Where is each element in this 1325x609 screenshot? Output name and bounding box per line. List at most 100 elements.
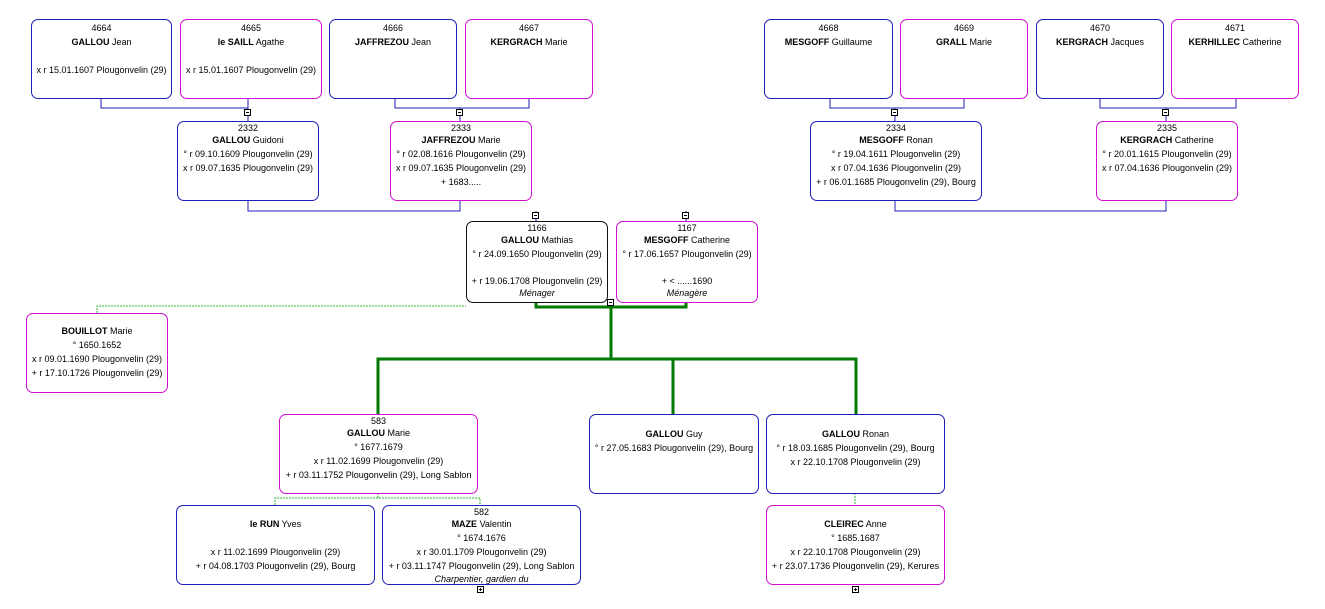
sosa-number: 4665: [240, 23, 262, 33]
sosa-number: 4667: [518, 23, 540, 33]
given-name: Jean: [111, 37, 132, 47]
sosa-number: 4664: [91, 23, 112, 33]
surname: MAZE: [451, 519, 478, 529]
person-box-2333[interactable]: 2333 JAFFREZOU Marie ° r 02.08.1616 Plou…: [390, 121, 532, 201]
given-name: Guidoni: [252, 135, 284, 145]
given-name: Mathias: [541, 235, 574, 245]
marriage-line: x r 07.04.1636 Plougonvelin (29): [830, 163, 962, 173]
occupation: Charpentier, gardien du: [434, 574, 529, 584]
sosa-number: 1166: [527, 223, 547, 233]
occupation: Ménager: [519, 288, 555, 298]
collapse-toggle-icon[interactable]: [532, 212, 539, 219]
person-box-ronan[interactable]: GALLOU Ronan ° r 18.03.1685 Plougonvelin…: [766, 414, 945, 494]
birth-line: ° r 19.04.1611 Plougonvelin (29): [831, 149, 961, 159]
birth-line: [177, 531, 374, 545]
expand-toggle-icon[interactable]: [852, 586, 859, 593]
person-box-4667[interactable]: 4667 KERGRACH Marie: [465, 19, 593, 99]
person-box-4671[interactable]: 4671 KERHILLEC Catherine: [1171, 19, 1299, 99]
given-name: Valentin: [479, 519, 512, 529]
sosa-number: 4671: [1224, 23, 1246, 33]
surname: GALLOU: [821, 429, 860, 439]
given-name: Marie: [969, 37, 993, 47]
collapse-toggle-icon[interactable]: [891, 109, 898, 116]
person-box-4669[interactable]: 4669 GRALL Marie: [900, 19, 1028, 99]
person-box-4664[interactable]: 4664 GALLOU Jean x r 15.01.1607 Plougonv…: [31, 19, 172, 99]
marriage-line: x r 15.01.1607 Plougonvelin (29): [36, 65, 167, 75]
marriage-line: [617, 261, 757, 275]
person-box-1166[interactable]: 1166 GALLOU Mathias ° r 24.09.1650 Ploug…: [466, 221, 608, 303]
sosa-number: 2333: [450, 123, 472, 133]
sosa-number: 583: [370, 416, 387, 426]
person-box-2334[interactable]: 2334 MESGOFF Ronan ° r 19.04.1611 Plougo…: [810, 121, 982, 201]
surname: GALLOU: [71, 37, 110, 47]
surname: JAFFREZOU: [421, 135, 476, 145]
given-name: Guillaume: [831, 37, 873, 47]
birth-line: ° r 27.05.1683 Plougonvelin (29), Bourg: [594, 443, 754, 453]
birth-line: [32, 49, 171, 63]
collapse-toggle-icon[interactable]: [456, 109, 463, 116]
death-line: + r 19.06.1708 Plougonvelin (29): [471, 276, 603, 286]
person-box-1167[interactable]: 1167 MESGOFF Catherine ° r 17.06.1657 Pl…: [616, 221, 758, 303]
person-box-cleirec[interactable]: CLEIREC Anne ° 1685.1687 x r 22.10.1708 …: [766, 505, 945, 585]
death-line: + r 04.08.1703 Plougonvelin (29), Bourg: [195, 561, 356, 571]
collapse-toggle-icon[interactable]: [607, 299, 614, 306]
person-box-4666[interactable]: 4666 JAFFREZOU Jean: [329, 19, 457, 99]
given-name: Catherine: [690, 235, 731, 245]
person-box-4665[interactable]: 4665 le SAILL Agathe x r 15.01.1607 Plou…: [180, 19, 322, 99]
given-name: Marie: [545, 37, 568, 47]
surname: KERGRACH: [490, 37, 543, 47]
surname: GALLOU: [645, 429, 684, 439]
person-box-583[interactable]: 583 GALLOU Marie ° 1677.1679 x r 11.02.1…: [279, 414, 478, 494]
surname: GALLOU: [346, 428, 385, 438]
given-name: Catherine: [1174, 135, 1214, 145]
person-box-guy[interactable]: GALLOU Guy ° r 27.05.1683 Plougonvelin (…: [589, 414, 759, 494]
death-line: + 1683.....: [440, 177, 482, 187]
surname: le SAILL: [217, 37, 254, 47]
birth-line: ° 1677.1679: [354, 442, 403, 452]
given-name: Marie: [110, 326, 133, 336]
collapse-toggle-icon[interactable]: [682, 212, 689, 219]
given-name: Marie: [387, 428, 411, 438]
person-box-4668[interactable]: 4668 MESGOFF Guillaume: [764, 19, 893, 99]
marriage-line: x r 09.07.1635 Plougonvelin (29): [395, 163, 527, 173]
marriage-line: x r 15.01.1607 Plougonvelin (29): [185, 65, 317, 75]
birth-line: ° r 17.06.1657 Plougonvelin (29): [622, 249, 752, 259]
collapse-toggle-icon[interactable]: [1162, 109, 1169, 116]
surname: KERGRACH: [1120, 135, 1173, 145]
given-name: Ronan: [906, 135, 933, 145]
marriage-line: x r 22.10.1708 Plougonvelin (29): [790, 547, 921, 557]
surname: KERGRACH: [1055, 37, 1108, 47]
birth-line: ° r 02.08.1616 Plougonvelin (29): [396, 149, 526, 159]
person-box-2335[interactable]: 2335 KERGRACH Catherine ° r 20.01.1615 P…: [1096, 121, 1238, 201]
person-box-4670[interactable]: 4670 KERGRACH Jacques: [1036, 19, 1164, 99]
death-line: + r 06.01.1685 Plougonvelin (29), Bourg: [816, 177, 976, 187]
marriage-line: x r 09.01.1690 Plougonvelin (29): [31, 354, 163, 364]
given-name: Guy: [686, 429, 703, 439]
collapse-toggle-icon[interactable]: [244, 109, 251, 116]
death-line: + r 03.11.1752 Plougonvelin (29), Long S…: [285, 470, 472, 480]
sosa-number: 4670: [1089, 23, 1111, 33]
death-line: + < ......1690: [661, 276, 713, 286]
birth-line: ° r 18.03.1685 Plougonvelin (29), Bourg: [776, 443, 935, 453]
given-name: Agathe: [255, 37, 285, 47]
surname: CLEIREC: [824, 519, 864, 529]
marriage-line: x r 22.10.1708 Plougonvelin (29): [790, 457, 921, 467]
person-box-582[interactable]: 582 MAZE Valentin ° 1674.1676 x r 30.01.…: [382, 505, 581, 585]
marriage-line: x r 09.07.1635 Plougonvelin (29): [182, 163, 314, 173]
birth-line: ° 1674.1676: [457, 533, 506, 543]
given-name: Yves: [281, 519, 302, 529]
death-line: + r 17.10.1726 Plougonvelin (29): [31, 368, 163, 378]
person-box-2332[interactable]: 2332 GALLOU Guidoni ° r 09.10.1609 Ploug…: [177, 121, 319, 201]
given-name: Jacques: [1110, 37, 1145, 47]
person-box-bouillot[interactable]: BOUILLOT Marie ° 1650.1652 x r 09.01.169…: [26, 313, 168, 393]
occupation: Ménagère: [666, 288, 708, 298]
given-name: Marie: [478, 135, 501, 145]
given-name: Anne: [865, 519, 887, 529]
person-box-lerun[interactable]: le RUN Yves x r 11.02.1699 Plougonvelin …: [176, 505, 375, 585]
expand-toggle-icon[interactable]: [477, 586, 484, 593]
surname: GALLOU: [500, 235, 539, 245]
birth-line: ° r 20.01.1615 Plougonvelin (29): [1102, 149, 1232, 159]
birth-line: ° 1685.1687: [831, 533, 880, 543]
sosa-number: 582: [473, 507, 490, 517]
